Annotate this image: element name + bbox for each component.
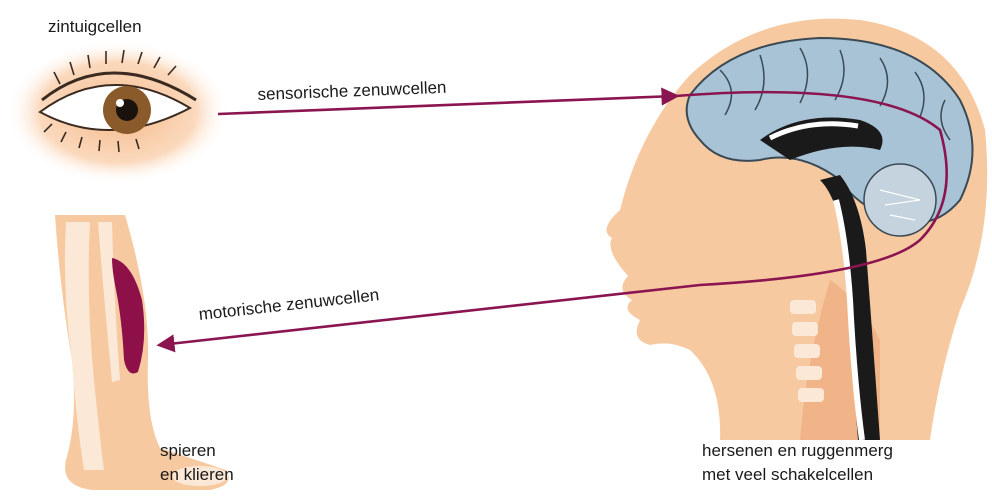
eye-illustration bbox=[6, 40, 230, 184]
label-cns-line2: met veel schakelcellen bbox=[702, 464, 873, 486]
label-effectors-line1: spieren bbox=[160, 440, 216, 462]
label-sense-cells: zintuigcellen bbox=[48, 16, 142, 38]
label-cns-line1: hersenen en ruggenmerg bbox=[702, 440, 893, 462]
label-effectors-line2: en klieren bbox=[160, 464, 234, 486]
cerebellum-shape bbox=[864, 164, 936, 236]
